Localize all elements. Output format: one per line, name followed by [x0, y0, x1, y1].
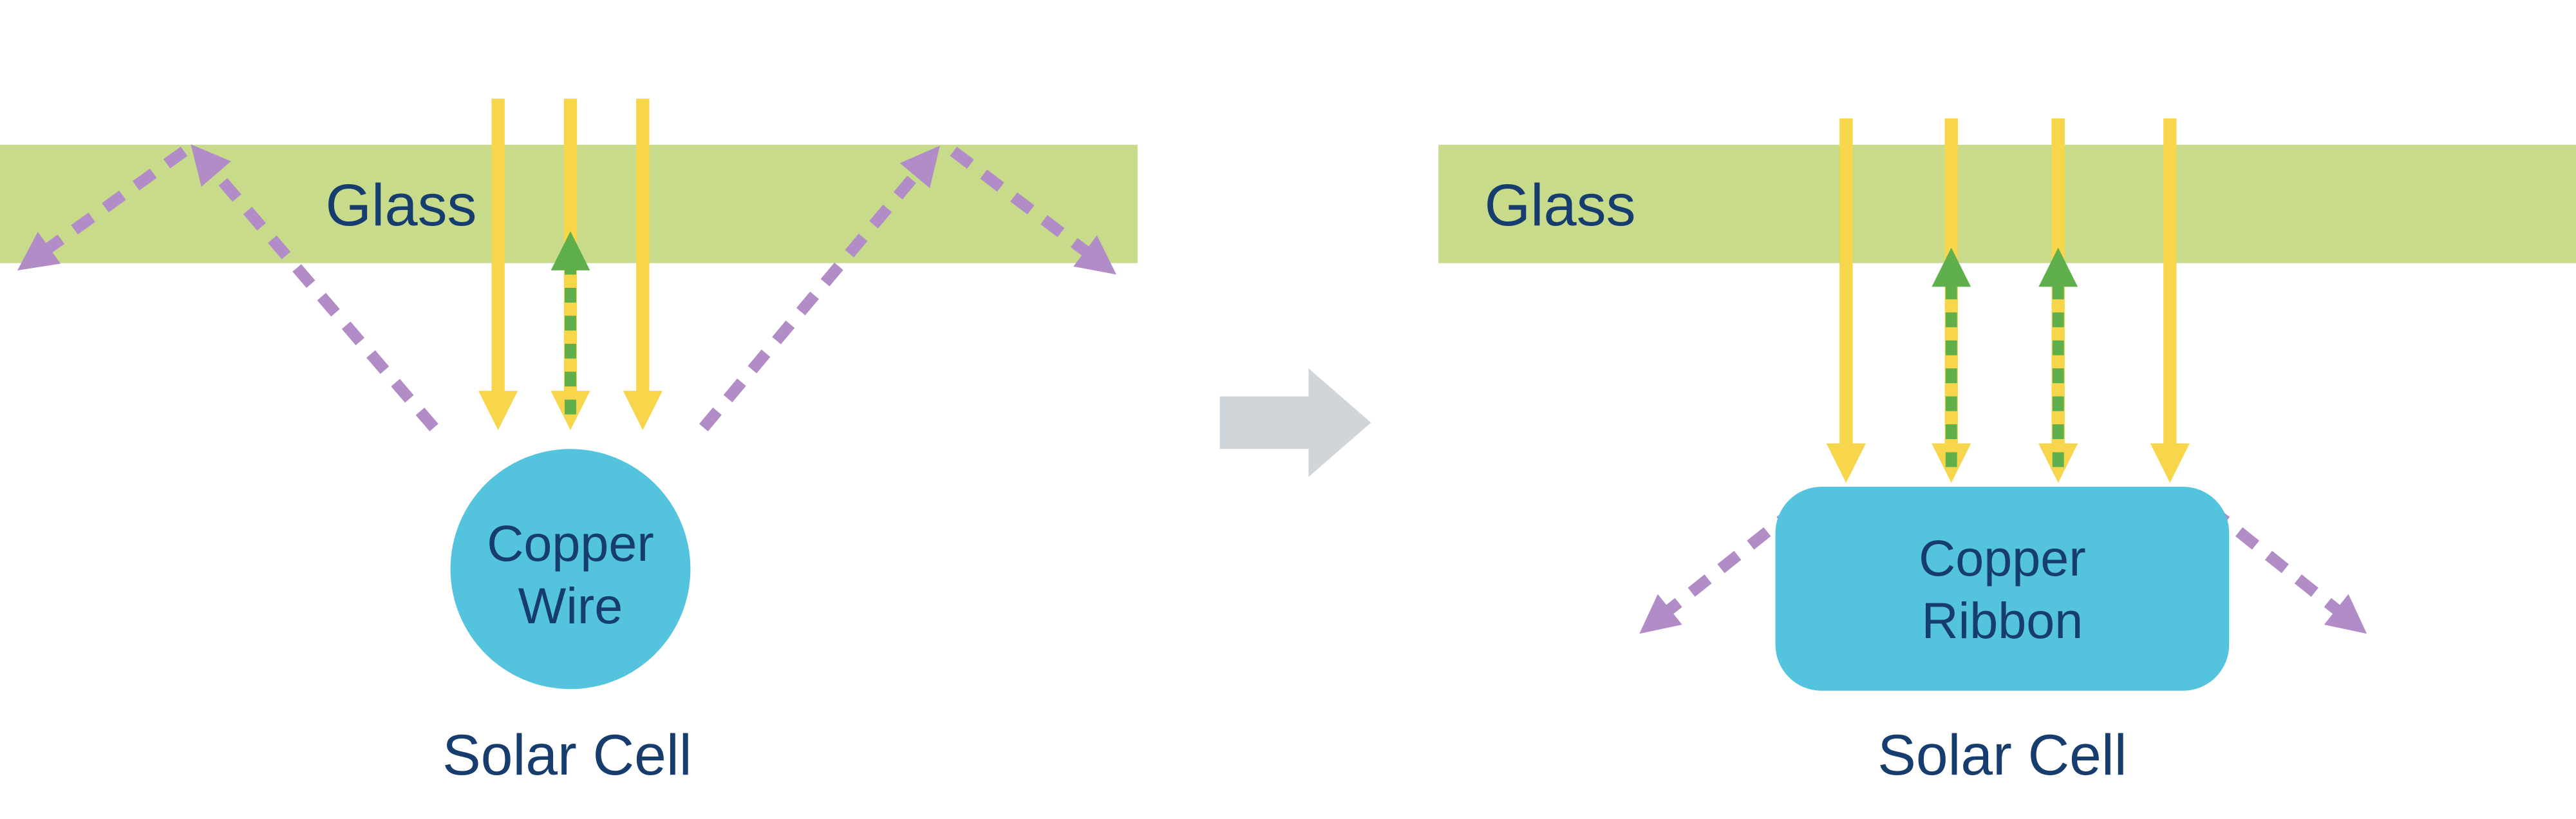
copper-wire-label-line2: Wire — [518, 577, 623, 634]
panel-after: Glass Copper Ribbon Solar Cell — [1438, 118, 2576, 787]
glass-label: Glass — [1485, 173, 1636, 238]
copper-ribbon-label-line2: Ribbon — [1922, 592, 2083, 649]
transition — [1219, 368, 1371, 477]
solar-cell-caption: Solar Cell — [1877, 722, 2127, 787]
copper-ribbon-label-line1: Copper — [1919, 529, 2086, 587]
scattered-light-arrow — [699, 146, 940, 431]
copper-wire-shape — [450, 449, 691, 690]
scattered-light-arrow — [2206, 504, 2367, 634]
copper-wire-label-line1: Copper — [487, 514, 654, 572]
glass-label: Glass — [326, 173, 477, 238]
panel-before: Glass Copper Wire Solar Cell — [0, 99, 1138, 787]
scattered-light-arrow — [191, 144, 438, 431]
transition-arrow-icon — [1219, 368, 1371, 477]
scattered-light-arrow — [1639, 504, 1801, 634]
scattered-light-arrow — [950, 146, 1116, 275]
copper-ribbon-shape — [1775, 487, 2230, 691]
solar-cell-caption: Solar Cell — [442, 722, 691, 787]
glass-layer — [1438, 144, 2576, 263]
scattered-light-arrow — [17, 146, 188, 271]
